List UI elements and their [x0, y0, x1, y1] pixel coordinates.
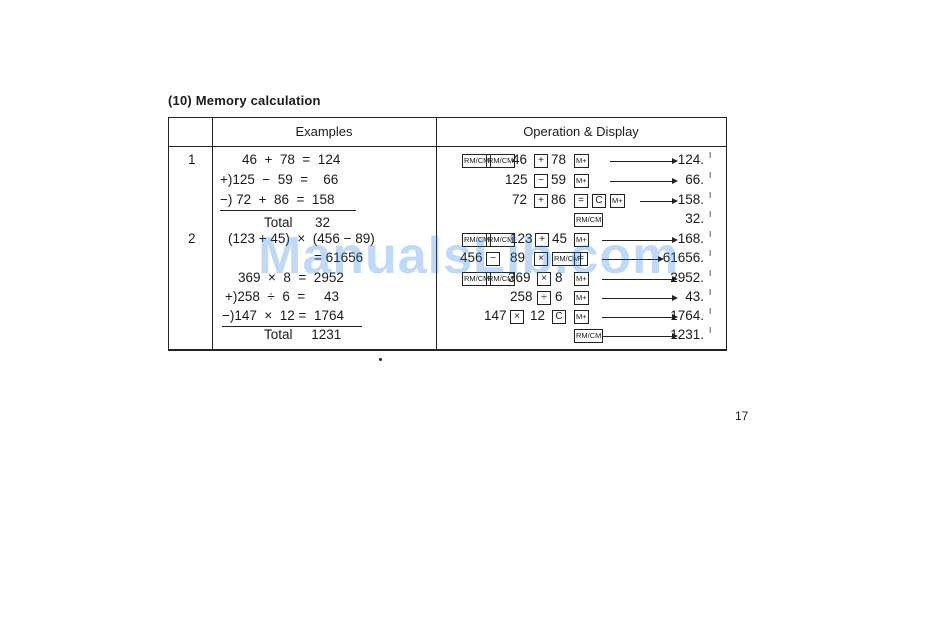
section-title: (10) Memory calculation — [168, 93, 321, 108]
m-plus-key-icon: M+ — [574, 233, 589, 247]
example1-total: Total 32 — [264, 215, 331, 230]
arrow-icon — [602, 237, 678, 243]
divide-key-icon: ÷ — [537, 291, 551, 305]
equal-key-icon: = — [574, 194, 588, 208]
arrow-icon — [602, 295, 678, 301]
example2-line5: −)147 × 12 = 1764 — [222, 308, 344, 323]
m-plus-key-icon: M+ — [574, 174, 589, 188]
rm-cm-key-icon: RM/CM — [462, 154, 492, 168]
operand: 46 — [512, 152, 528, 167]
plus-key-icon: + — [535, 233, 549, 247]
arrow-icon — [640, 198, 678, 204]
display-result: 43. — [685, 289, 704, 304]
arrow-icon — [602, 314, 678, 320]
example-number-2: 2 — [188, 231, 196, 246]
memory-indicator: I — [709, 210, 712, 219]
operand: 258 — [510, 289, 533, 304]
display-result: 1764. — [670, 308, 704, 323]
rm-cm-key-icon: RM/CM — [486, 233, 516, 247]
times-key-icon: × — [534, 252, 548, 266]
example2-line1: (123 + 45) × (456 − 89) — [228, 231, 375, 246]
operand: 59 — [551, 172, 567, 187]
minus-key-icon: − — [486, 252, 500, 266]
plus-key-icon: + — [534, 194, 548, 208]
operand: 456 — [460, 250, 483, 265]
display-result: 32. — [685, 211, 704, 226]
operand: 78 — [551, 152, 567, 167]
memory-indicator: I — [709, 191, 712, 200]
example1-line2: +)125 − 59 = 66 — [220, 172, 339, 187]
operand: 45 — [552, 231, 568, 246]
operand: 6 — [555, 289, 563, 304]
display-result: 1231. — [670, 327, 704, 342]
page-number: 17 — [735, 409, 749, 423]
clear-key-icon: C — [592, 194, 606, 208]
header-operation-display: Operation & Display — [523, 124, 639, 139]
display-result: 66. — [685, 172, 704, 187]
table-divider-num — [212, 118, 213, 349]
rm-cm-key-icon: RM/CM — [486, 154, 516, 168]
operand: 72 — [512, 192, 528, 207]
operand: 86 — [551, 192, 567, 207]
display-result: 158. — [677, 192, 704, 207]
equal-key-icon: = — [574, 252, 588, 266]
operand: 12 — [530, 308, 546, 323]
arrow-icon — [610, 178, 678, 184]
times-key-icon: × — [537, 272, 551, 286]
table-header-rule — [168, 146, 726, 147]
example1-line1: 46 + 78 = 124 — [242, 152, 341, 167]
arrow-icon — [602, 256, 664, 262]
display-result: 124. — [677, 152, 704, 167]
operand: 8 — [555, 270, 563, 285]
m-plus-key-icon: M+ — [610, 194, 625, 208]
plus-key-icon: + — [534, 154, 548, 168]
rm-cm-key-icon: RM/CM — [552, 252, 582, 266]
m-plus-key-icon: M+ — [574, 310, 589, 324]
rm-cm-key-icon: RM/CM — [462, 272, 492, 286]
example2-line2: = 61656 — [314, 250, 364, 265]
memory-indicator: I — [709, 230, 712, 239]
arrow-icon — [610, 158, 678, 164]
operand: 369 — [508, 270, 531, 285]
operand: 123 — [510, 231, 533, 246]
example1-line3: −) 72 + 86 = 158 — [220, 192, 335, 207]
operand: 147 — [484, 308, 507, 323]
times-key-icon: × — [510, 310, 524, 324]
example2-total: Total 1231 — [264, 327, 342, 342]
memory-indicator: I — [709, 171, 712, 180]
header-examples: Examples — [295, 124, 353, 139]
memory-indicator: I — [709, 151, 712, 160]
example1-sum-rule — [220, 210, 356, 211]
example-number-1: 1 — [188, 152, 196, 167]
minus-key-icon: − — [534, 174, 548, 188]
memory-calculation-table: Examples Operation & Display 1 2 46 + 78… — [168, 117, 727, 351]
operand: 89 — [510, 250, 526, 265]
table-divider-ops — [436, 118, 437, 349]
example2-sum-rule — [222, 326, 362, 327]
memory-indicator: I — [709, 249, 712, 258]
rm-cm-key-icon: RM/CM — [462, 233, 492, 247]
display-result: 2952. — [670, 270, 704, 285]
rm-cm-key-icon: RM/CM — [486, 272, 516, 286]
example2-line3: 369 × 8 = 2952 — [238, 270, 344, 285]
arrow-icon — [602, 276, 678, 282]
m-plus-key-icon: M+ — [574, 291, 589, 305]
memory-indicator: I — [709, 307, 712, 316]
display-result: 61656. — [662, 250, 704, 265]
arrow-icon — [602, 333, 678, 339]
rm-cm-key-icon: RM/CM — [574, 213, 604, 227]
memory-indicator: I — [709, 326, 712, 335]
memory-indicator: I — [709, 269, 712, 278]
clear-key-icon: C — [552, 310, 566, 324]
table-left-border — [168, 118, 169, 349]
memory-indicator: I — [709, 288, 712, 297]
m-plus-key-icon: M+ — [574, 154, 589, 168]
operand: 125 — [505, 172, 528, 187]
example2-line4: +)258 ÷ 6 = 43 — [225, 289, 339, 304]
speck-mark — [379, 358, 382, 361]
display-result: 168. — [677, 231, 704, 246]
m-plus-key-icon: M+ — [574, 272, 589, 286]
